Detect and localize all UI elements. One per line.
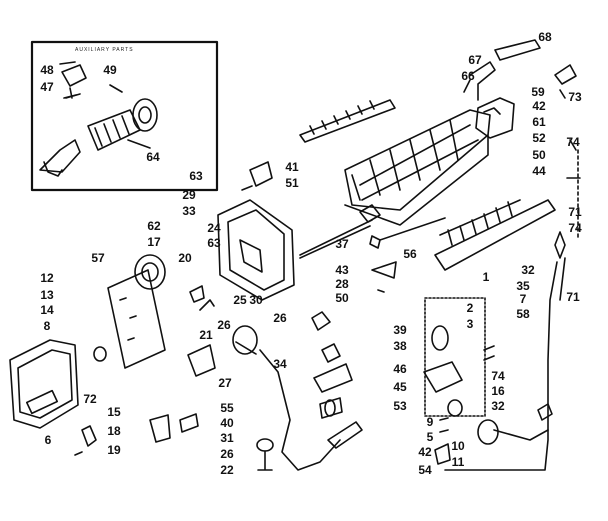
callout-label: 42: [532, 99, 546, 113]
heater-element: [439, 199, 521, 246]
callout-label: 15: [107, 405, 121, 419]
cam: [232, 325, 258, 355]
callout-label: 74: [568, 221, 582, 235]
callout-label: 44: [532, 164, 546, 178]
callout-label: 17: [147, 235, 161, 249]
callout-label: 11: [451, 455, 465, 469]
mounting-plate: [107, 269, 166, 369]
callout-label: 55: [220, 401, 234, 415]
callout-label: 63: [207, 236, 221, 250]
callout-label: 25: [233, 293, 247, 307]
callout-label: 28: [335, 277, 349, 291]
callout-label: 18: [107, 424, 121, 438]
callout-label: 30: [249, 293, 263, 307]
callout-label: 13: [40, 288, 54, 302]
callout-label: 32: [491, 399, 505, 413]
callout-label: 57: [91, 251, 105, 265]
callout-label: 71: [568, 205, 582, 219]
callout-label: 43: [335, 263, 349, 277]
callout-label: 1: [482, 270, 490, 284]
callout-label: 26: [217, 318, 231, 332]
callout-label: 52: [532, 131, 546, 145]
callout-label: 54: [418, 463, 432, 477]
callout-label: 20: [178, 251, 192, 265]
fill-tube-fitting: [494, 39, 541, 61]
callout-label: 33: [182, 204, 196, 218]
callout-label: 2: [466, 301, 474, 315]
callout-label: 66: [461, 69, 475, 83]
fill-cup: [475, 97, 515, 139]
callout-label: 63: [189, 169, 203, 183]
water-valve: [313, 363, 353, 393]
callout-label: 62: [147, 219, 161, 233]
callout-label: 41: [285, 160, 299, 174]
callout-label: 68: [538, 30, 552, 44]
callout-label: 49: [103, 63, 117, 77]
ice-mold: [344, 109, 491, 211]
callout-label: 26: [220, 447, 234, 461]
callout-label: 64: [146, 150, 160, 164]
front-cover: [9, 339, 79, 429]
callout-label: 48: [40, 63, 54, 77]
callout-label: 40: [220, 416, 234, 430]
callout-label: 12: [40, 271, 54, 285]
callout-label: 67: [468, 53, 482, 67]
callout-label: 7: [519, 292, 527, 306]
callout-label: 31: [220, 431, 234, 445]
ejector-blade: [299, 99, 396, 143]
callout-label: 26: [273, 311, 287, 325]
inset-nozzle: [39, 139, 81, 173]
callout-label: 73: [568, 90, 582, 104]
callout-label: 71: [566, 290, 580, 304]
control-housing: [217, 199, 295, 301]
callout-label: 47: [40, 80, 54, 94]
callout-label: 5: [426, 430, 434, 444]
callout-label: 34: [273, 357, 287, 371]
callout-label: 56: [403, 247, 417, 261]
wire-harness: [259, 349, 341, 471]
callout-label: 50: [335, 291, 349, 305]
callout-label: 72: [83, 392, 97, 406]
heater-shield: [434, 199, 556, 271]
callout-label: 46: [393, 362, 407, 376]
callout-label: 29: [182, 188, 196, 202]
callout-label: 74: [566, 135, 580, 149]
switch-bracket: [149, 414, 171, 443]
callout-label: 24: [207, 221, 221, 235]
callout-label: 3: [466, 317, 474, 331]
callout-label: 39: [393, 323, 407, 337]
callout-label: 6: [44, 433, 52, 447]
callout-label: 22: [220, 463, 234, 477]
callout-label: 59: [531, 85, 545, 99]
inset-caption: AUXILIARY PARTS: [75, 47, 134, 53]
callout-label: 45: [393, 380, 407, 394]
callout-label: 14: [40, 303, 54, 317]
callout-label: 37: [335, 237, 349, 251]
callout-label: 21: [199, 328, 213, 342]
callout-label: 58: [516, 307, 530, 321]
callout-label: 16: [491, 384, 505, 398]
callout-label: 53: [393, 399, 407, 413]
motor: [134, 254, 166, 290]
callout-label: 19: [107, 443, 121, 457]
callout-label: 74: [491, 369, 505, 383]
callout-label: 35: [516, 279, 530, 293]
inset-frame: [30, 40, 219, 192]
solenoid-coil: [431, 325, 449, 351]
callout-label: 61: [532, 115, 546, 129]
callout-label: 9: [426, 415, 434, 429]
callout-label: 27: [218, 376, 232, 390]
callout-label: 10: [451, 439, 465, 453]
callout-label: 32: [521, 263, 535, 277]
callout-label: 8: [43, 319, 51, 333]
inset-cap: [132, 98, 158, 132]
callout-label: 51: [285, 176, 299, 190]
callout-label: 38: [393, 339, 407, 353]
callout-label: 42: [418, 445, 432, 459]
callout-label: 50: [532, 148, 546, 162]
